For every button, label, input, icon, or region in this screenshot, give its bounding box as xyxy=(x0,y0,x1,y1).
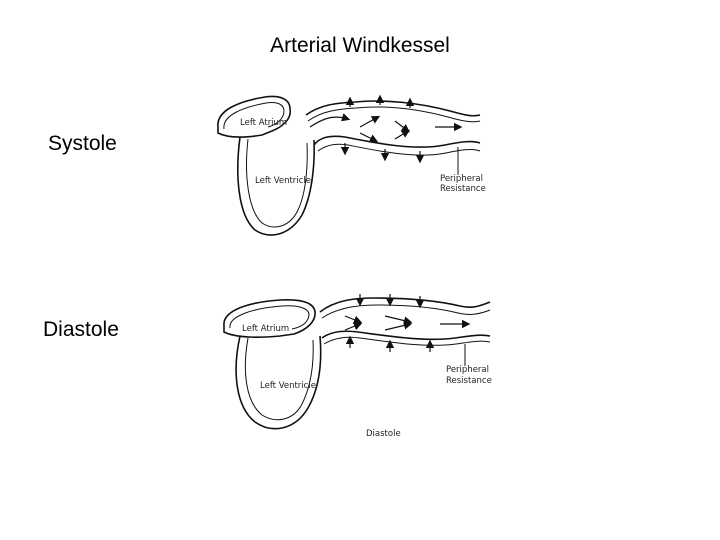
systole-resistance-text: Resistance xyxy=(440,184,486,194)
diastole-recoil-arrows xyxy=(345,294,435,352)
diastole-heart-artery-illustration: Left Atrium Left Ventricle Peripheral Re… xyxy=(223,294,492,439)
diastole-artery-lower-wall xyxy=(321,330,491,341)
systole-peripheral-text: Peripheral xyxy=(440,174,483,184)
systole-ventricle-wall xyxy=(237,136,315,236)
diastole-artery-upper-wall xyxy=(319,297,491,313)
diastole-caption-text: Diastole xyxy=(366,429,401,439)
slide-title: Arterial Windkessel xyxy=(270,34,450,57)
diastole-peripheral-text: Peripheral xyxy=(446,365,489,375)
diastole-label: Diastole xyxy=(43,318,119,341)
systole-diagram: Left Atrium Left Ventricle Peripheral Re… xyxy=(210,85,505,260)
systole-artery-lower-wall xyxy=(313,135,481,148)
diastole-ventricle-wall xyxy=(235,335,322,430)
systole-left-ventricle-text: Left Ventricle xyxy=(255,176,311,186)
diastole-flow-arrows xyxy=(344,315,471,331)
systole-artery-upper-wall xyxy=(305,100,481,117)
systole-label: Systole xyxy=(48,132,117,155)
diastole-diagram: Left Atrium Left Ventricle Peripheral Re… xyxy=(210,272,505,444)
diastole-atrium-wall xyxy=(223,299,316,338)
systole-expansion-arrows xyxy=(340,94,425,164)
systole-flow-arrows xyxy=(309,113,463,143)
systole-heart-artery-illustration: Left Atrium Left Ventricle Peripheral Re… xyxy=(217,94,486,236)
diastole-resistance-text: Resistance xyxy=(446,376,492,386)
diastole-left-ventricle-text: Left Ventricle xyxy=(260,381,316,391)
systole-left-atrium-text: Left Atrium xyxy=(240,118,287,128)
systole-atrium-wall xyxy=(217,95,292,138)
diastole-left-atrium-text: Left Atrium xyxy=(242,324,289,334)
